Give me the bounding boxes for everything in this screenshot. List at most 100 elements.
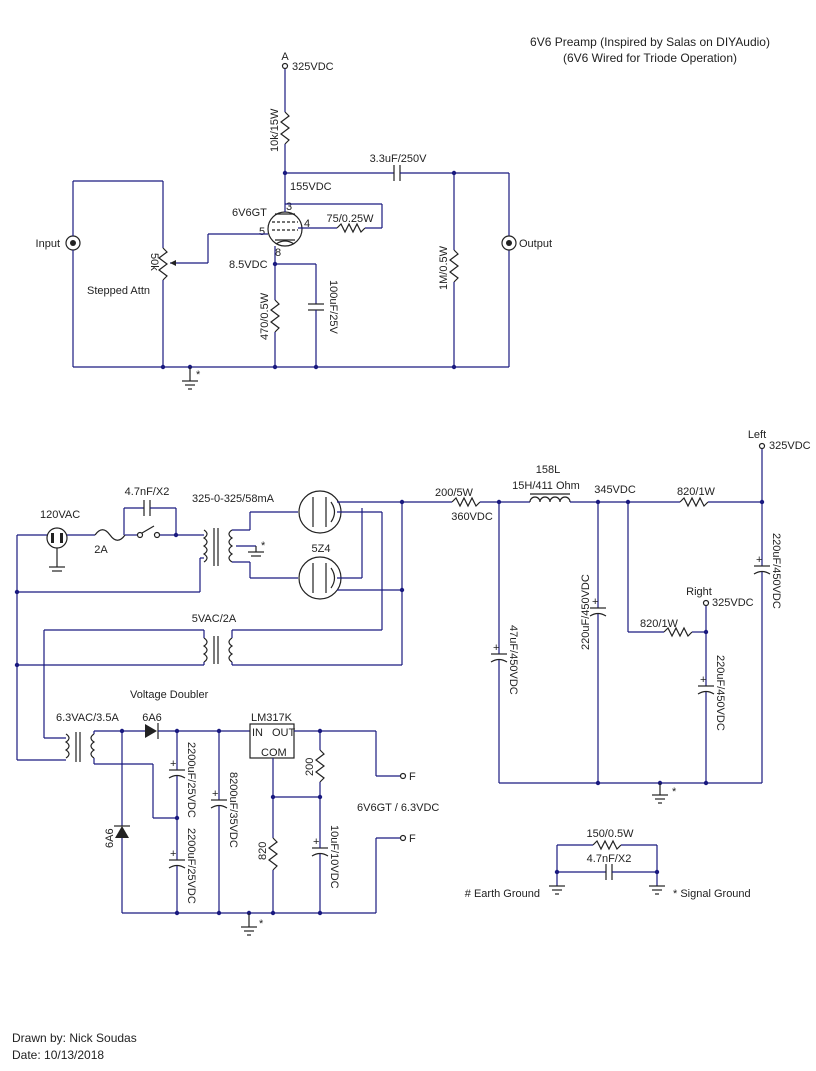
cathode-resistor (270, 299, 280, 333)
heater-winding-label: 6.3VAC/3.5A (56, 712, 119, 724)
right-cap-plus: + (700, 674, 706, 686)
node-a-label: A (281, 51, 289, 63)
psu-gnd-mark: * (672, 786, 677, 798)
tube-pin5: 5 (259, 226, 265, 238)
c2-plus: + (592, 596, 598, 608)
r-bot-label: 820 (257, 842, 269, 860)
cap-a-label: 2200uF/25VDC (185, 742, 197, 818)
reg-in-label: IN (252, 727, 263, 739)
left-resistor-label: 820/1W (677, 486, 716, 498)
plate-voltage-label: 155VDC (290, 181, 332, 193)
left-cap-label: 220uF/450VDC (770, 533, 782, 609)
title-line-2: (6V6 Wired for Triode Operation) (563, 51, 737, 65)
right-voltage: 325VDC (712, 597, 754, 609)
stepped-attenuator (158, 247, 168, 281)
ground-link-section: 150/0.5W 4.7nF/X2 # Earth Ground * Signa… (465, 828, 751, 900)
power-supply-section: 120VAC 2A 4.7nF/X2 325-0-325/58mA (14, 429, 811, 804)
diode-1 (145, 724, 157, 738)
f2-label: F (409, 833, 416, 845)
mains-label: 120VAC (40, 509, 80, 521)
screen-resistor-label: 75/0.25W (326, 213, 374, 225)
title-line-1: 6V6 Preamp (Inspired by Salas on DIYAudi… (530, 35, 770, 49)
leak-resistor-label: 1M/0.5W (438, 245, 450, 290)
right-cap-label: 220uF/450VDC (714, 655, 726, 731)
regulator-lm317 (249, 723, 295, 759)
plate-resistor-label: 10k/15W (269, 108, 281, 152)
supply-325-label: 325VDC (292, 61, 334, 73)
right-resistor (663, 626, 693, 638)
dropping-resistor (451, 496, 481, 508)
power-switch (141, 525, 155, 534)
c1-label: 47uF/450VDC (507, 625, 519, 695)
right-label: Right (686, 586, 712, 598)
ground-link-resistor (592, 839, 622, 851)
fuse-label: 2A (94, 544, 108, 556)
heater-supply-section: Voltage Doubler 6.3VAC/3.5A 6A6 6A6 (17, 630, 439, 936)
c2-label: 220uF/450VDC (580, 574, 592, 650)
tube-pin3: 3 (286, 201, 292, 213)
filament-transformer (202, 636, 234, 664)
output-cap-label: 3.3uF/250V (370, 153, 428, 165)
plate-resistor (280, 111, 290, 145)
heater-ground-icon (241, 913, 257, 936)
preamp-section: A 325VDC 10k/15W 155VDC 3.3uF/250V 1M/0.… (36, 51, 552, 390)
ct-ground-icon (248, 546, 264, 557)
drawn-by: Drawn by: Nick Soudas (12, 1031, 137, 1045)
adj-resistor-top (315, 749, 325, 783)
left-terminal (758, 442, 766, 450)
diode-2-label: 6A6 (104, 828, 116, 848)
heater-output-label: 6V6GT / 6.3VDC (357, 802, 439, 814)
psu-ground-icon (652, 783, 668, 804)
ground-link-resistor-label: 150/0.5W (586, 828, 634, 840)
left-label: Left (748, 429, 766, 441)
signal-ground-label: * Signal Ground (673, 888, 751, 900)
transformer-label: 325-0-325/58mA (192, 493, 275, 505)
f1-label: F (409, 771, 416, 783)
reg-com-label: COM (261, 747, 287, 759)
cap-b-plus: + (170, 848, 176, 860)
v360-label: 360VDC (451, 511, 493, 523)
choke-spec: 15H/411 Ohm (512, 480, 580, 492)
input-label: Input (36, 238, 60, 250)
preamp-gnd-mark: * (196, 369, 201, 381)
pot-value-label: 50k (148, 253, 160, 271)
drawn-date: Date: 10/13/2018 (12, 1048, 104, 1062)
c-out-plus: + (313, 836, 319, 848)
power-transformer (202, 528, 234, 566)
cathode-cap-label: 100uF/25V (327, 280, 339, 334)
tube-pin4: 4 (304, 218, 310, 230)
v345-label: 345VDC (594, 484, 636, 496)
rectifier-5z4 (298, 490, 342, 600)
fuse (94, 529, 126, 541)
output-label: Output (519, 238, 552, 250)
cap-c-label: 8200uF/35VDC (227, 772, 239, 848)
cap-c-plus: + (212, 788, 218, 800)
voltage-doubler-label: Voltage Doubler (130, 689, 209, 701)
choke (529, 496, 571, 503)
tube-6v6gt (267, 211, 303, 247)
cap-a-plus: + (170, 758, 176, 770)
right-terminal (702, 599, 710, 607)
heater-gnd-mark: * (259, 918, 264, 930)
preamp-ground-icon (182, 367, 198, 390)
c-out-label: 10uF/10VDC (328, 825, 340, 889)
cathode-resistor-label: 470/0.5W (259, 292, 271, 340)
mains-inlet-icon (46, 527, 68, 572)
screen-resistor (336, 222, 366, 234)
node-a-terminal (281, 62, 289, 70)
regulator-label: LM317K (251, 712, 293, 724)
filament-winding-label: 5VAC/2A (192, 613, 237, 625)
filament-terminal-1 (399, 772, 407, 780)
left-voltage: 325VDC (769, 440, 811, 452)
diode-2 (115, 826, 129, 838)
r-top-label: 200 (304, 758, 316, 776)
cathode-voltage-label: 8.5VDC (229, 259, 268, 271)
dropping-resistor-label: 200/5W (435, 487, 474, 499)
heater-transformer (64, 732, 96, 762)
signal-ground-icon (649, 885, 665, 895)
earth-ground-icon (549, 885, 565, 895)
filament-terminal-2 (399, 834, 407, 842)
input-jack (65, 235, 81, 251)
ct-gnd-mark: * (261, 540, 266, 552)
